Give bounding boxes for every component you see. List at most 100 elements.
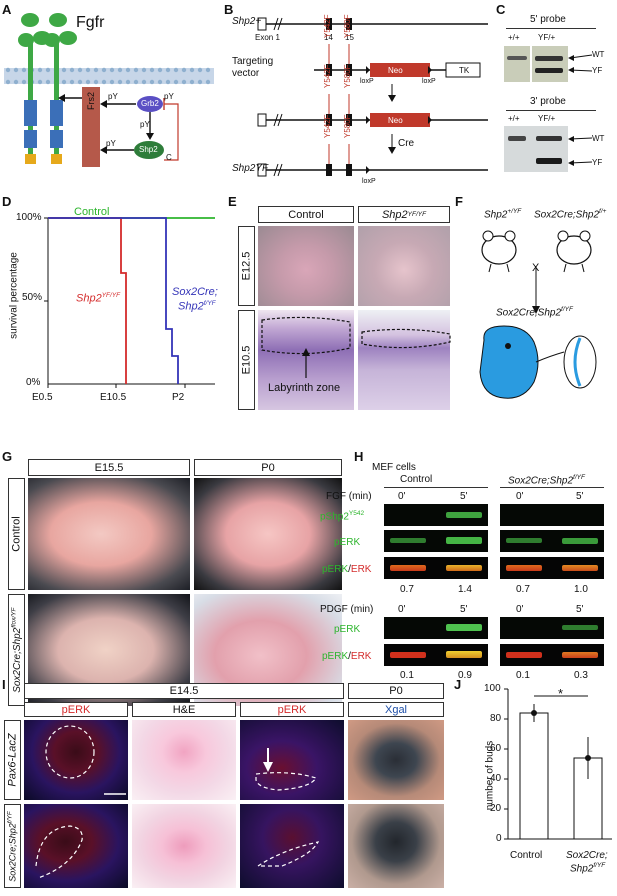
- i-xgal-mutant-photo: [348, 804, 444, 888]
- offspring-text: Sox2Cre;Shp2: [496, 307, 562, 319]
- panel-g-row2-text: Sox2Cre;Shp2flox/YF: [10, 607, 22, 692]
- i-row1-header: Pax6-LacZ: [4, 720, 21, 800]
- i-he-control-photo: [132, 720, 236, 800]
- py-label-2: pY: [164, 92, 174, 101]
- pdgf-val-c0: 0.1: [400, 670, 414, 681]
- j-ytick-20: 20: [490, 803, 502, 814]
- xtick-e05: E0.5: [32, 392, 53, 403]
- blot5-band3: [535, 68, 563, 73]
- wt-allele-label: Shp2+: [232, 16, 262, 27]
- offspring-sup: f/YF: [561, 306, 573, 313]
- panel-label-a: A: [2, 2, 12, 17]
- placenta-icon: [563, 335, 597, 389]
- perk-erk-label-fgf: pERK/ERK: [322, 564, 372, 575]
- yf-label-2: YF: [592, 158, 603, 167]
- c-label: C: [166, 153, 172, 162]
- i-row2-text: Sox2Cre;Shp2f/YF: [7, 811, 18, 881]
- i-p0-header: P0: [348, 683, 444, 699]
- mef-title: MEF cells: [372, 462, 416, 473]
- pshp2-text: pShp2: [320, 511, 349, 523]
- legend-shp2yf-text: Shp2: [76, 292, 102, 305]
- i-outlines-svg: [35, 725, 320, 879]
- band-merge-fgf-c5: [446, 565, 482, 571]
- panel-e-row2-header: E10.5: [238, 310, 255, 410]
- sox2cre-series-line: [48, 217, 179, 384]
- pdgf-t5-mutant: 5': [576, 604, 584, 615]
- parent1-text: Shp2: [484, 209, 508, 221]
- j-ytick-80: 80: [490, 713, 502, 724]
- blot3-arrows: [568, 136, 593, 166]
- blot-perk-pdgf-mutant: [500, 617, 604, 639]
- band-perk-pdgf-c5: [446, 624, 482, 631]
- cre-label: Cre: [398, 138, 415, 149]
- labyrinth-outline-svg: [261, 316, 451, 378]
- fgf-label: FGF (min): [326, 491, 372, 502]
- i-col1-header: pERK: [24, 702, 128, 717]
- panel-g-col1-header: E15.5: [28, 459, 190, 476]
- py-label-1: pY: [108, 92, 118, 101]
- loxp-label-3: loxP: [362, 178, 376, 185]
- pdgf-val-m0: 0.1: [516, 670, 530, 681]
- pshp2-sup: Y542: [348, 510, 365, 517]
- fgf-val-c5: 1.4: [458, 584, 472, 595]
- perk-erk-fgf-e: ERK: [350, 564, 372, 575]
- h-mutant-line: [500, 487, 604, 488]
- shp2-label: Shp2: [139, 145, 158, 154]
- panel-label-d: D: [2, 194, 12, 209]
- mouse2-icon: [556, 235, 592, 265]
- parent2-text: Sox2Cre;Shp2: [534, 209, 600, 221]
- band-merge-pdgf-m5: [562, 652, 598, 658]
- legend-shp2f-sup: f/YF: [203, 300, 216, 307]
- targeting-svg: [257, 17, 488, 177]
- y580f-label-2: Y580F: [343, 64, 352, 88]
- panel-label-f: F: [455, 194, 463, 209]
- pdgf-label: PDGF (min): [320, 604, 374, 615]
- perk-erk-pdgf-p: pERK: [322, 651, 349, 662]
- panel-g-row1-header: Control: [8, 478, 25, 590]
- i-e145-header: E14.5: [24, 683, 344, 699]
- embryo-icon: [479, 325, 539, 399]
- i-col2-header: H&E: [132, 702, 236, 717]
- neo-label-1: Neo: [388, 66, 403, 75]
- legend-shp2yf: Shp2YF/YF: [76, 292, 120, 305]
- legend-sox2cre: Sox2Cre;: [172, 286, 218, 298]
- pdgf-t0-control: 0': [398, 604, 406, 615]
- e125-mutant-embryo-photo: [358, 226, 450, 306]
- y542f-label-3: Y542F: [323, 114, 332, 138]
- j-cat2-line2-sup: f/YF: [593, 862, 606, 869]
- perk-label-fgf: pERK: [334, 537, 361, 548]
- j-point-1: [531, 710, 537, 716]
- panel-g-col2-header: P0: [194, 459, 342, 476]
- pshp2-label: pShp2Y542: [320, 510, 364, 522]
- i-col4-header: Xgal: [348, 702, 444, 717]
- e125-control-embryo-photo: [258, 226, 354, 306]
- legend-control: Control: [74, 206, 110, 218]
- panel-g-row2-header: Sox2Cre;Shp2flox/YF: [8, 594, 25, 706]
- band-merge-fgf-m0: [506, 565, 542, 571]
- i-perk2-control-photo: [240, 720, 344, 800]
- probe5-col2: YF/+: [538, 33, 556, 42]
- panel-label-c: C: [496, 2, 506, 17]
- py-label-3: pY: [140, 120, 150, 129]
- i-row2-header: Sox2Cre;Shp2f/YF: [4, 804, 21, 888]
- xtick-p2: P2: [172, 392, 185, 403]
- yf-allele-label: Shp2YF: [232, 163, 269, 174]
- panel-e-row2-text: E10.5: [240, 345, 253, 375]
- xtick-e105: E10.5: [100, 392, 127, 403]
- h-control-line: [384, 487, 488, 488]
- j-significance: *: [558, 686, 564, 701]
- legend-shp2f: Shp2f/YF: [178, 300, 216, 313]
- pdgf-val-m5: 0.3: [574, 670, 588, 681]
- ytick-0: 0%: [26, 377, 41, 388]
- i-perk2-mutant-photo: [240, 804, 344, 888]
- panel-e-row1-text: E12.5: [240, 251, 253, 281]
- blot5-arrows: [568, 54, 593, 73]
- parent1-sup: +/YF: [507, 208, 522, 215]
- neo-label-2: Neo: [388, 116, 403, 125]
- panel-g-row2-main: Sox2Cre;Shp2: [11, 627, 23, 693]
- parent2-label: Sox2Cre;Shp2f/+: [534, 208, 606, 220]
- fgf-t5-mutant: 5': [576, 491, 584, 502]
- blot3-band3: [536, 158, 562, 164]
- i-he-mutant-photo: [132, 804, 236, 888]
- cross-svg: [479, 230, 597, 399]
